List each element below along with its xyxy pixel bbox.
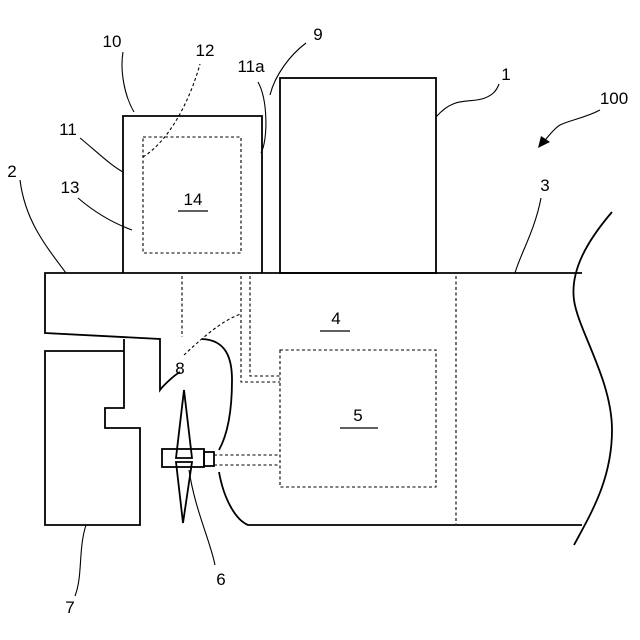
label-11: 11 [59, 120, 77, 139]
label-8: 8 [175, 359, 184, 378]
label-100: 100 [600, 89, 628, 108]
propeller-boss [204, 452, 214, 466]
propeller-blade-upper [176, 390, 192, 458]
label-6: 6 [216, 570, 225, 589]
label-7: 7 [65, 598, 74, 617]
label-11a: 11a [237, 57, 265, 76]
label-9: 9 [313, 25, 322, 44]
hull-stern-curve [202, 339, 232, 450]
label-10: 10 [103, 32, 122, 51]
leader-10 [122, 52, 134, 112]
label-13: 13 [61, 178, 80, 197]
label-14: 14 [184, 190, 203, 209]
arrowhead-100 [538, 136, 550, 148]
leader-12 [143, 64, 200, 157]
label-12: 12 [196, 41, 215, 60]
label-3: 3 [540, 176, 549, 195]
label-5: 5 [353, 406, 362, 425]
leader-7 [75, 525, 86, 596]
duct-inner [250, 276, 280, 376]
deck-house-1 [280, 78, 436, 273]
leader-11 [80, 138, 123, 172]
label-1: 1 [501, 65, 510, 84]
leader-8 [184, 314, 241, 355]
leader-6 [189, 470, 215, 565]
rudder-7 [45, 339, 140, 525]
leader-9 [270, 43, 306, 95]
hull-3 [45, 273, 582, 390]
leader-3 [515, 198, 541, 273]
label-4: 4 [331, 309, 340, 328]
leader-1 [436, 84, 499, 117]
hull-break-line [573, 212, 612, 545]
hull-bottom [219, 472, 582, 525]
leader-2 [20, 180, 66, 273]
duct-outer [241, 276, 280, 382]
label-2: 2 [7, 162, 16, 181]
leader-100 [542, 110, 600, 143]
